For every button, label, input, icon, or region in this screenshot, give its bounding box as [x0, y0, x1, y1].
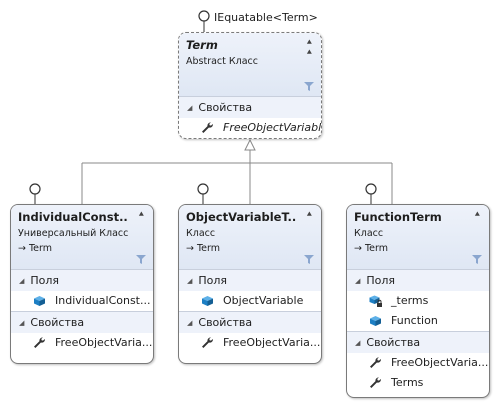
double-chevron-up-icon[interactable]: ⯅	[305, 210, 313, 220]
class-box-individual-constant[interactable]: IndividualConst... Универсальный Класс →…	[10, 204, 154, 364]
lollipop-icon	[197, 183, 209, 205]
field-icon	[370, 316, 381, 326]
field-item[interactable]: IndividualConst...	[11, 291, 153, 311]
section-header-fields[interactable]: ◢Поля	[11, 269, 153, 291]
field-item[interactable]: ObjectVariable	[179, 291, 321, 311]
field-item[interactable]: Function	[347, 311, 489, 331]
wrench-icon	[34, 337, 45, 348]
property-name: FreeObjectVaria...	[55, 336, 153, 349]
inheritance-arrowhead	[244, 138, 256, 151]
class-title: Term	[186, 38, 218, 52]
base-class: → Term	[354, 243, 389, 254]
interface-label: IEquatable<Term>	[214, 11, 318, 24]
filter-icon[interactable]	[136, 255, 146, 264]
field-name: IndividualConst...	[55, 294, 151, 307]
field-item[interactable]: _terms	[347, 291, 489, 311]
class-subtitle: Универсальный Класс	[18, 228, 129, 239]
filter-icon[interactable]	[304, 255, 314, 264]
section-header-fields[interactable]: ◢Поля	[179, 269, 321, 291]
section-header-properties[interactable]: ◢Свойства	[347, 331, 489, 353]
property-item[interactable]: FreeObjectVaria...	[11, 333, 153, 353]
filter-icon[interactable]	[472, 255, 482, 264]
class-box-term[interactable]: Term Abstract Класс ⯅⯅ ◢Свойства FreeObj…	[178, 32, 322, 139]
lollipop-icon	[29, 183, 41, 205]
field-icon	[202, 296, 213, 306]
interface-lollipop-icon	[198, 10, 210, 34]
class-header[interactable]: IndividualConst... Универсальный Класс →…	[11, 205, 153, 269]
property-item[interactable]: FreeObjectVariables	[179, 118, 321, 138]
base-class: → Term	[186, 243, 221, 254]
wrench-icon	[202, 337, 213, 348]
field-icon	[34, 296, 45, 306]
class-subtitle: Abstract Класс	[186, 56, 258, 67]
section-label: Свойства	[198, 101, 253, 114]
filter-icon[interactable]	[304, 82, 314, 91]
section-header-properties[interactable]: ◢Свойства	[179, 311, 321, 333]
section-header-properties[interactable]: ◢Свойства	[11, 311, 153, 333]
property-name: FreeObjectVariables	[223, 121, 321, 134]
property-item[interactable]: Terms	[347, 373, 489, 393]
section-header-properties[interactable]: ◢Свойства	[179, 96, 321, 118]
double-chevron-up-icon[interactable]: ⯅⯅	[305, 38, 313, 58]
section-label: Свойства	[366, 336, 421, 349]
wrench-icon	[370, 377, 381, 388]
field-name: ObjectVariable	[223, 294, 304, 307]
section-label: Поля	[30, 274, 60, 287]
class-box-object-variable-term[interactable]: ObjectVariableT... Класс → Term ⯅ ◢Поля …	[178, 204, 322, 364]
private-field-icon	[369, 295, 382, 307]
property-item[interactable]: FreeObjectVaria...	[179, 333, 321, 353]
section-header-fields[interactable]: ◢Поля	[347, 269, 489, 291]
double-chevron-up-icon[interactable]: ⯅	[473, 210, 481, 220]
lollipop-icon	[365, 183, 377, 205]
section-label: Поля	[366, 274, 396, 287]
class-header[interactable]: FunctionTerm Класс → Term ⯅	[347, 205, 489, 269]
wrench-icon	[202, 122, 213, 133]
class-title: ObjectVariableT...	[186, 210, 296, 224]
class-subtitle: Класс	[354, 228, 384, 239]
property-item[interactable]: FreeObjectVaria...	[347, 353, 489, 373]
base-class: → Term	[18, 243, 53, 254]
section-label: Поля	[198, 274, 228, 287]
section-label: Свойства	[30, 316, 85, 329]
wrench-icon	[370, 357, 381, 368]
class-subtitle: Класс	[186, 228, 216, 239]
property-name: FreeObjectVaria...	[223, 336, 321, 349]
class-title: FunctionTerm	[354, 210, 442, 224]
class-header[interactable]: ObjectVariableT... Класс → Term ⯅	[179, 205, 321, 269]
property-name: Terms	[391, 376, 424, 389]
property-name: FreeObjectVaria...	[391, 356, 489, 369]
class-box-function-term[interactable]: FunctionTerm Класс → Term ⯅ ◢Поля _terms…	[346, 204, 490, 398]
field-name: Function	[391, 314, 438, 327]
field-name: _terms	[391, 294, 429, 307]
class-title: IndividualConst...	[18, 210, 128, 224]
class-header[interactable]: Term Abstract Класс ⯅⯅	[179, 33, 321, 96]
section-label: Свойства	[198, 316, 253, 329]
double-chevron-up-icon[interactable]: ⯅	[137, 210, 145, 220]
